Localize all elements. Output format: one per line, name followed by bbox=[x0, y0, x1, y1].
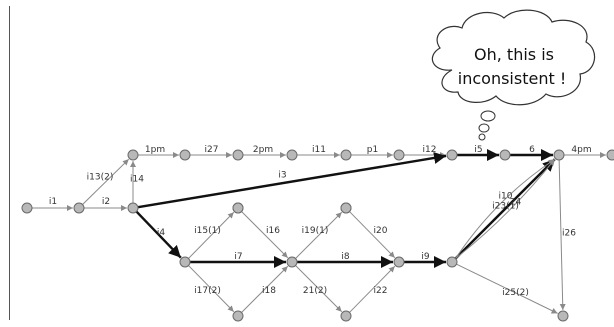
edge-label: i15(1) bbox=[194, 226, 221, 236]
node-n2 bbox=[73, 202, 85, 214]
node-n16 bbox=[232, 202, 244, 214]
cloud-tail-small bbox=[478, 133, 486, 141]
node-n3 bbox=[127, 202, 139, 214]
left-border-line bbox=[9, 6, 10, 320]
edge-label: i13(2) bbox=[87, 173, 114, 183]
edge-label: i7 bbox=[234, 252, 242, 262]
node-n20 bbox=[446, 256, 458, 268]
node-n10 bbox=[446, 149, 458, 161]
edge-n3-n10 bbox=[137, 152, 447, 209]
cloud-shape bbox=[431, 9, 596, 106]
node-n7 bbox=[286, 149, 298, 161]
edge-label: p1 bbox=[367, 145, 378, 155]
edge-label: i3 bbox=[278, 171, 286, 181]
thought-bubble: Oh, this is inconsistent ! bbox=[431, 9, 596, 141]
node-n17 bbox=[286, 256, 298, 268]
edge-label: i4 bbox=[157, 228, 166, 238]
node-n22 bbox=[232, 310, 244, 322]
edge-label: 1pm bbox=[145, 145, 165, 155]
edge-n14-n17 bbox=[241, 211, 289, 259]
edge-label: i18 bbox=[262, 286, 276, 296]
edge-label: i16 bbox=[266, 226, 280, 236]
edge-n20-n12 bbox=[454, 158, 556, 260]
edge-label: i1 bbox=[49, 197, 57, 207]
node-n13 bbox=[606, 149, 614, 161]
node-n1 bbox=[21, 202, 33, 214]
edge-n12-n24 bbox=[558, 159, 566, 311]
edge-label: 2pm bbox=[253, 145, 273, 155]
node-n24 bbox=[557, 310, 569, 322]
edge-label: i14 bbox=[130, 175, 144, 185]
edge-label: i11 bbox=[312, 145, 326, 155]
edge-n22-n17 bbox=[241, 265, 289, 313]
edge-label: 21(2) bbox=[303, 286, 327, 296]
edge-n17-n23 bbox=[295, 265, 343, 313]
node-n15 bbox=[179, 256, 191, 268]
edge-label: i27 bbox=[205, 145, 219, 155]
edge-label: i8 bbox=[341, 252, 350, 262]
edge-label: i20 bbox=[374, 226, 388, 236]
node-n8 bbox=[340, 149, 352, 161]
edge-label: i5 bbox=[474, 145, 482, 155]
edge-label: i19(1) bbox=[302, 226, 329, 236]
edge-n23-n19 bbox=[349, 265, 396, 313]
edge-n20-n24 bbox=[456, 263, 558, 314]
edge-label: i22 bbox=[374, 286, 388, 296]
cloud-tail-medium bbox=[478, 123, 490, 133]
node-n9 bbox=[393, 149, 405, 161]
edge-label: i25(2) bbox=[502, 288, 529, 298]
node-n4 bbox=[127, 149, 139, 161]
bubble-text-line2: inconsistent ! bbox=[458, 69, 566, 88]
edge-labels-layer: i1 i2 i13(2) i14 1pm i27 2pm i11 p1 i12 i3 i5 6 4pm i4… bbox=[49, 145, 592, 298]
node-n11 bbox=[499, 149, 511, 161]
edge-label: i12 bbox=[423, 145, 437, 155]
node-n23 bbox=[340, 310, 352, 322]
node-n6 bbox=[232, 149, 244, 161]
node-n12 bbox=[553, 149, 565, 161]
node-n21 bbox=[340, 202, 352, 214]
edge-label: i2 bbox=[102, 197, 110, 207]
edge-label: 4pm bbox=[571, 145, 591, 155]
edge-n3-n15 bbox=[135, 210, 182, 259]
nodes-layer bbox=[21, 149, 614, 322]
edge-label: i10 bbox=[499, 192, 513, 202]
edge-n15-n14 bbox=[188, 211, 235, 259]
node-n5 bbox=[179, 149, 191, 161]
edge-label: 24 bbox=[510, 198, 522, 208]
edge-label: 6 bbox=[529, 145, 535, 155]
edge-n17-n18 bbox=[295, 211, 343, 259]
edge-n20-n12 bbox=[455, 158, 556, 259]
node-n19 bbox=[393, 256, 405, 268]
edges-layer bbox=[32, 149, 606, 314]
cloud-tail-large bbox=[480, 110, 496, 122]
edge-n20-n12 bbox=[455, 158, 556, 259]
edge-n2-n4 bbox=[82, 158, 130, 205]
edge-label: i26 bbox=[562, 229, 576, 239]
edge-label: i9 bbox=[421, 252, 430, 262]
bubble-text-line1: Oh, this is bbox=[474, 45, 554, 64]
edge-n18-n19 bbox=[349, 211, 396, 259]
edge-label: i23(1) bbox=[492, 202, 519, 212]
edge-label: i17(2) bbox=[194, 286, 221, 296]
edge-n15-n22 bbox=[188, 265, 235, 313]
